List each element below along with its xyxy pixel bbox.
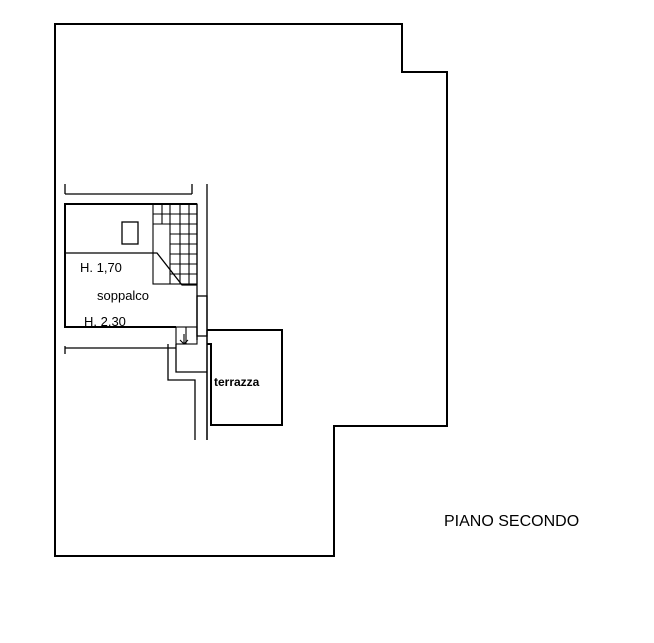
outer-perimeter-wall xyxy=(54,23,448,557)
railing-post xyxy=(196,295,208,337)
stair-well-wall-inner xyxy=(175,344,207,373)
lower-walls xyxy=(64,344,207,440)
height-label-lower: H. 2.30 xyxy=(84,314,126,329)
height-label-upper: H. 1,70 xyxy=(80,260,122,275)
stair xyxy=(152,203,198,345)
room-label-soppalco: soppalco xyxy=(97,288,149,303)
skylight-window xyxy=(121,221,139,245)
terrazza-area xyxy=(206,329,283,440)
room-label-terrazza: terrazza xyxy=(214,375,260,389)
floor-title: PIANO SECONDO xyxy=(444,513,579,530)
stair-direction-arrow-icon xyxy=(179,334,189,345)
soppalco-inner-wall xyxy=(64,203,197,328)
terrace-outline xyxy=(207,329,283,426)
soppalco-room xyxy=(64,184,208,440)
stair-well-wall xyxy=(167,344,196,440)
